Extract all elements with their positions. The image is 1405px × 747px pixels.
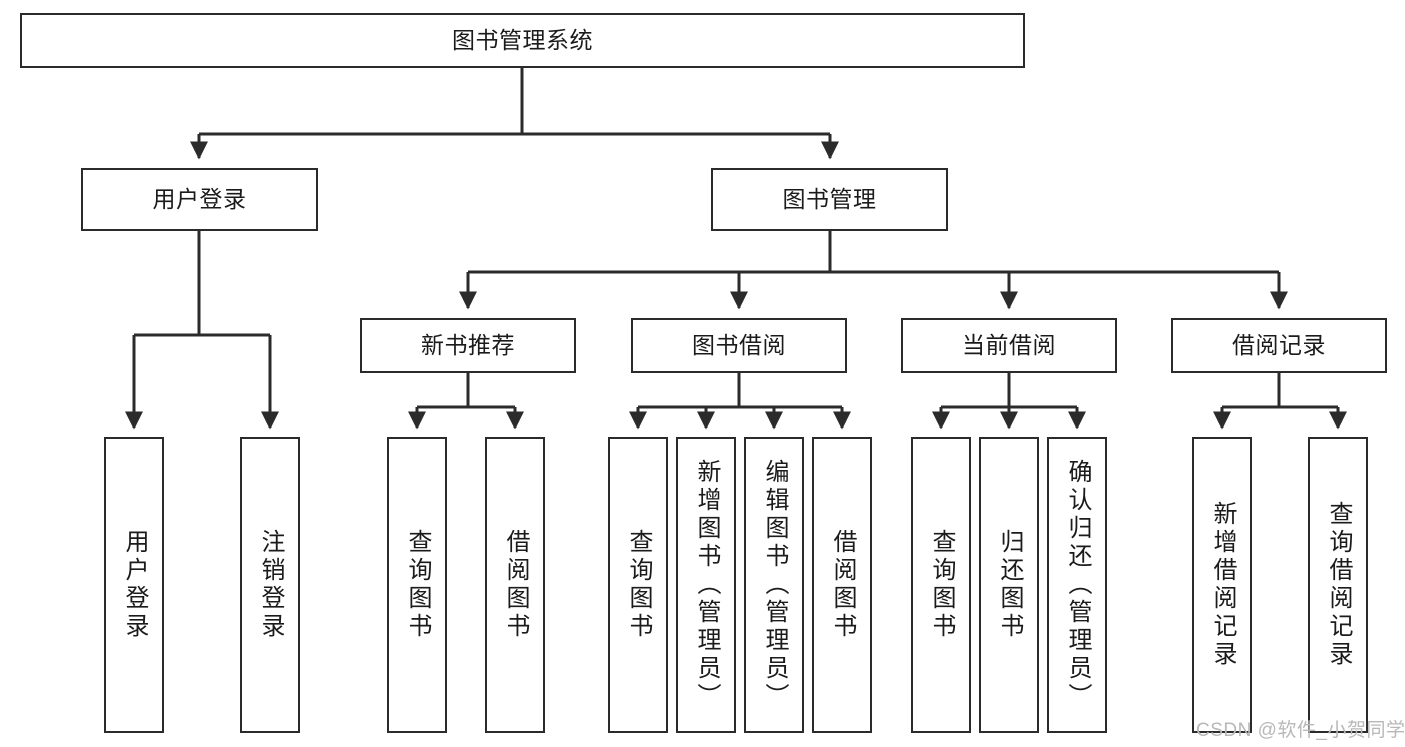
leaf-user-logout[interactable]: 注销登录 [240, 437, 300, 733]
node-label: 借阅记录 [1232, 332, 1326, 358]
node-current-borrow[interactable]: 当前借阅 [901, 318, 1117, 373]
node-label: 查询图书 [625, 529, 652, 641]
node-label: 注销登录 [257, 529, 284, 641]
leaf-edit-book[interactable]: 编辑图书（管理员） [744, 437, 804, 733]
node-label: 图书管理 [782, 186, 877, 212]
node-new-book-recommend[interactable]: 新书推荐 [360, 318, 576, 373]
leaf-confirm-return[interactable]: 确认归还（管理员） [1047, 437, 1107, 733]
node-label: 查询图书 [928, 529, 955, 641]
node-label: 用户登录 [152, 186, 247, 212]
node-root-system[interactable]: 图书管理系统 [20, 13, 1025, 68]
leaf-query-borrow-record[interactable]: 查询借阅记录 [1308, 437, 1368, 733]
leaf-borrow-book[interactable]: 借阅图书 [812, 437, 872, 733]
leaf-borrow-book-recommend[interactable]: 借阅图书 [485, 437, 545, 733]
node-label: 确认归还（管理员） [1064, 459, 1091, 711]
leaf-user-login[interactable]: 用户登录 [104, 437, 164, 733]
leaf-add-borrow-record[interactable]: 新增借阅记录 [1192, 437, 1252, 733]
node-label: 查询图书 [404, 529, 431, 641]
node-label: 新书推荐 [421, 332, 515, 358]
leaf-query-book-borrow[interactable]: 查询图书 [608, 437, 668, 733]
node-label: 当前借阅 [962, 332, 1056, 358]
node-book-management[interactable]: 图书管理 [711, 168, 948, 231]
leaf-return-book[interactable]: 归还图书 [979, 437, 1039, 733]
node-label: 查询借阅记录 [1325, 501, 1352, 669]
node-label: 借阅图书 [502, 529, 529, 641]
node-label: 图书借阅 [692, 332, 786, 358]
node-label: 归还图书 [996, 529, 1023, 641]
node-label: 编辑图书（管理员） [761, 459, 788, 711]
node-label: 图书管理系统 [452, 27, 593, 53]
node-user-login[interactable]: 用户登录 [81, 168, 318, 231]
node-label: 新增图书（管理员） [693, 459, 720, 711]
node-borrow-record[interactable]: 借阅记录 [1171, 318, 1387, 373]
node-label: 新增借阅记录 [1209, 501, 1236, 669]
node-book-borrow[interactable]: 图书借阅 [631, 318, 847, 373]
leaf-query-book-recommend[interactable]: 查询图书 [387, 437, 447, 733]
leaf-add-book[interactable]: 新增图书（管理员） [676, 437, 736, 733]
node-label: 借阅图书 [829, 529, 856, 641]
leaf-query-book-current[interactable]: 查询图书 [911, 437, 971, 733]
node-label: 用户登录 [121, 529, 148, 641]
